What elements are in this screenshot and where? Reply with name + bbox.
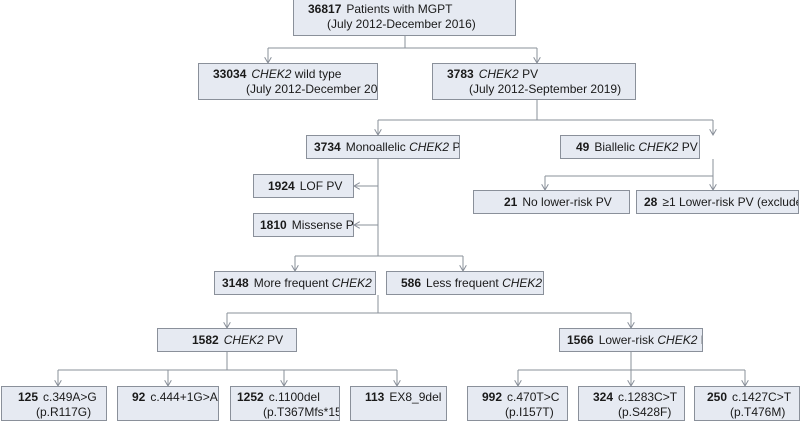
mono-label: Monoallelic: [345, 139, 406, 154]
box-wild-type: 33034 CHEK2 wild type (July 2012-December…: [198, 63, 378, 100]
box-no-lower-risk: 21 No lower-risk PV: [473, 190, 630, 214]
g1566-count: 1566: [567, 332, 594, 347]
v250-protein: (p.T476M): [730, 405, 786, 419]
g1582-gene: CHEK2: [223, 332, 264, 347]
box-monoallelic: 3734 Monoallelic CHEK2 PV: [306, 135, 460, 159]
box-1582-chek2: 1582 CHEK2 PV: [157, 328, 297, 352]
more-label: More frequent: [253, 275, 329, 290]
nolower-label: No lower-risk PV: [522, 194, 612, 209]
wild-gene: CHEK2: [251, 67, 292, 81]
total-period: (July 2012-December 2016): [327, 17, 476, 31]
conn-top-split: [268, 36, 537, 49]
v324-variant: c.1283C>T: [618, 390, 678, 404]
box-v113: 113 EX8_9del: [350, 386, 447, 421]
box-ge1-lower-risk: 28 ≥1 Lower-risk PV (excluded): [636, 190, 799, 214]
less-label: Less frequent: [426, 275, 499, 290]
v125-variant: c.349A>G: [43, 390, 97, 404]
conn-pv-split: [378, 100, 713, 121]
total-label: Patients with MGPT: [346, 2, 453, 16]
v92-count: 92: [132, 390, 146, 404]
g1582-label: PV: [267, 332, 284, 347]
box-v1252: 1252 c.1100del (p.T367Mfs*15): [230, 386, 340, 421]
g1566-gene: CHEK2: [657, 332, 698, 347]
more-label2: PV: [375, 276, 376, 291]
wild-label: wild type: [294, 67, 342, 81]
v125-count: 125: [18, 390, 39, 404]
conn-1582-split: [58, 352, 397, 371]
mono-label2: PV: [452, 139, 460, 154]
v1252-variant: c.1100del: [268, 390, 320, 404]
box-missense: 1810 Missense PV: [253, 213, 354, 237]
pv-label: PV: [522, 67, 539, 81]
lof-label: LOF PV: [299, 178, 343, 193]
g1566-label: Lower-risk: [598, 332, 655, 347]
box-total-patients: 36817 Patients with MGPT (July 2012-Decem…: [293, 0, 516, 36]
mono-count: 3734: [314, 139, 341, 154]
v113-variant: EX8_9del: [389, 390, 442, 404]
box-more-frequent: 3148 More frequent CHEK2 PV: [214, 271, 376, 295]
less-gene: CHEK2: [502, 275, 543, 290]
v125-protein: (p.R117G): [36, 405, 92, 419]
conn-bi-split: [545, 159, 714, 177]
missense-label: Missense PV: [291, 217, 354, 232]
more-gene: CHEK2: [331, 275, 372, 290]
ge1-label: ≥1 Lower-risk PV (excluded): [662, 194, 799, 209]
box-v992: 992 c.470T>C (p.I157T): [467, 386, 568, 421]
box-v92: 92 c.444+1G>A: [117, 386, 219, 421]
bi-label2: PV: [681, 139, 698, 154]
more-count: 3148: [222, 275, 249, 290]
v113-count: 113: [365, 390, 385, 404]
box-lof: 1924 LOF PV: [253, 174, 354, 198]
v250-count: 250: [707, 390, 728, 404]
total-count: 36817: [308, 2, 342, 16]
wild-period: (July 2012-December 2016): [246, 82, 378, 96]
missense-count: 1810: [260, 217, 287, 232]
g1582-count: 1582: [192, 332, 219, 347]
v992-count: 992: [482, 390, 503, 404]
nolower-count: 21: [504, 194, 518, 209]
pv-count: 3783: [447, 67, 474, 81]
g1566-label2: PV: [701, 333, 702, 348]
bi-gene: CHEK2: [638, 139, 679, 154]
v992-protein: (p.I157T): [505, 405, 554, 419]
conn-group-split: [227, 295, 631, 314]
v324-protein: (p.S428F): [618, 405, 672, 419]
v92-variant: c.444+1G>A: [150, 390, 218, 404]
less-count: 586: [401, 275, 422, 290]
lof-count: 1924: [268, 178, 295, 193]
box-1566-lower-risk: 1566 Lower-risk CHEK2 PV: [559, 328, 703, 352]
box-chek2-pv: 3783 CHEK2 PV (July 2012-September 2019): [432, 63, 636, 100]
bi-label: Biallelic: [594, 139, 636, 154]
conn-1566-split: [518, 352, 745, 371]
pv-period: (July 2012-September 2019): [469, 82, 622, 96]
v250-variant: c.1427C>T: [732, 390, 792, 404]
pv-gene: CHEK2: [478, 67, 519, 81]
v992-variant: c.470T>C: [507, 390, 560, 404]
mono-gene: CHEK2: [409, 139, 450, 154]
box-v324: 324 c.1283C>T (p.S428F): [578, 386, 685, 421]
v324-count: 324: [593, 390, 614, 404]
ge1-count: 28: [644, 194, 658, 209]
bi-count: 49: [576, 139, 590, 154]
v1252-protein: (p.T367Mfs*15): [263, 405, 340, 419]
box-v125: 125 c.349A>G (p.R117G): [1, 386, 107, 421]
conn-freq-split: [295, 243, 463, 257]
box-biallelic: 49 Biallelic CHEK2 PV: [560, 135, 700, 159]
box-v250: 250 c.1427C>T (p.T476M): [694, 386, 800, 421]
v1252-count: 1252: [237, 390, 264, 404]
wild-count: 33034: [213, 67, 247, 81]
